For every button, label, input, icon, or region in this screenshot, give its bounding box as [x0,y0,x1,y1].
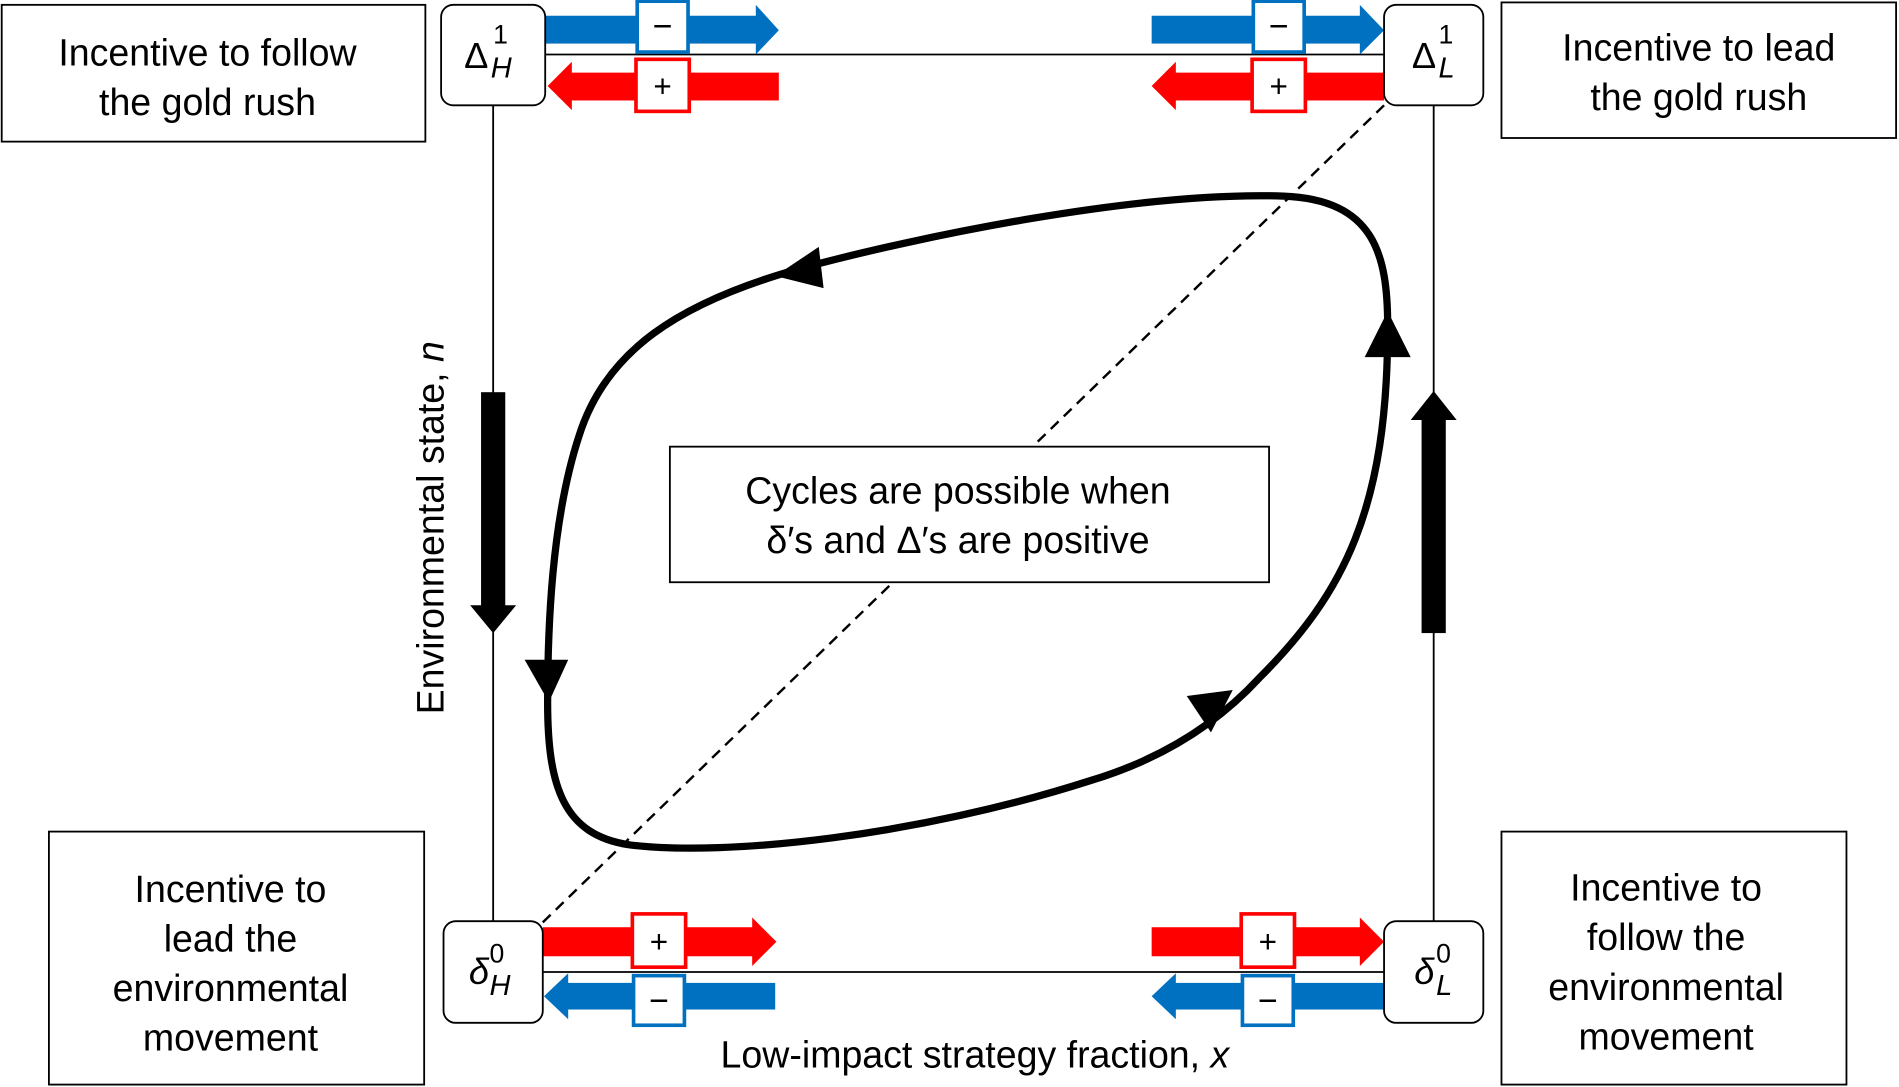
node-delta-l-1: Δ 1 L [1383,3,1485,107]
minus-sign-bottom-right: − [1240,973,1296,1028]
svg-text:Incentive to follow: Incentive to follow [58,31,357,73]
svg-text:−: − [1269,8,1289,46]
node-delta-h-1: Δ 1 H [440,3,547,107]
svg-text:−: − [1258,982,1278,1020]
svg-text:+: + [653,69,671,104]
cycle-arrow-top [775,246,824,289]
x-axis-label: Low-impact strategy fraction, x [721,1034,1231,1076]
minus-sign-top-left: − [635,0,690,54]
label-lead-gold-rush: Incentive to lead the gold rush [1500,1,1897,139]
svg-text:1: 1 [1439,20,1454,50]
svg-text:0: 0 [1436,938,1451,968]
svg-text:0: 0 [490,938,505,968]
svg-text:−: − [653,8,673,46]
svg-text:1: 1 [493,20,508,50]
cycle-loop [543,192,1392,852]
svg-text:movement: movement [1579,1015,1755,1057]
svg-text:+: + [650,925,668,960]
svg-text:environmental: environmental [1548,966,1784,1008]
label-follow-gold-rush: Incentive to follow the gold rush [0,3,427,143]
down-arrow-left [470,392,517,634]
minus-sign-bottom-left: − [631,973,687,1028]
svg-text:Δ: Δ [464,35,488,76]
label-follow-environmental-movement: Incentive to follow the environmental mo… [1500,830,1848,1086]
up-arrow-right [1410,390,1457,634]
svg-text:L: L [1436,970,1452,1002]
svg-text:follow the: follow the [1587,916,1746,958]
svg-text:Cycles are possible when: Cycles are possible when [745,470,1170,512]
svg-text:the gold rush: the gold rush [99,81,316,123]
center-note: Cycles are possible when δ′s and Δ′s are… [668,445,1270,584]
svg-text:movement: movement [143,1017,319,1059]
svg-text:+: + [1259,925,1277,960]
svg-text:δ: δ [1414,951,1435,992]
plus-sign-bottom-right: + [1239,912,1297,969]
svg-text:Incentive to: Incentive to [1570,867,1762,909]
svg-text:Incentive to: Incentive to [135,868,327,910]
plus-sign-top-right: + [1250,57,1308,114]
svg-text:lead the: lead the [164,917,298,959]
svg-text:δ: δ [469,951,490,992]
cycle-arrow-bottom [1186,689,1233,733]
svg-text:Δ: Δ [1412,35,1436,76]
label-lead-environmental-movement: Incentive to lead the environmental move… [48,830,426,1086]
cycle-arrow-left [524,659,569,703]
cycle-arrow-right [1364,311,1411,358]
plus-sign-top-left: + [634,57,692,114]
svg-text:δ′s and Δ′s are positive: δ′s and Δ′s are positive [766,519,1149,561]
svg-text:+: + [1270,69,1288,104]
svg-text:Incentive to lead: Incentive to lead [1562,27,1835,69]
svg-text:environmental: environmental [113,967,349,1009]
svg-text:H: H [491,52,512,84]
node-small-delta-h-0: δ 0 H [442,920,544,1024]
svg-text:the gold rush: the gold rush [1590,76,1807,118]
svg-text:L: L [1439,52,1455,84]
y-axis-label: Environmental state, n [410,341,452,714]
svg-text:−: − [649,982,669,1020]
minus-sign-top-right: − [1251,0,1306,54]
plus-sign-bottom-left: + [630,912,688,969]
node-small-delta-l-0: δ 0 L [1383,920,1485,1024]
svg-text:H: H [490,970,511,1002]
